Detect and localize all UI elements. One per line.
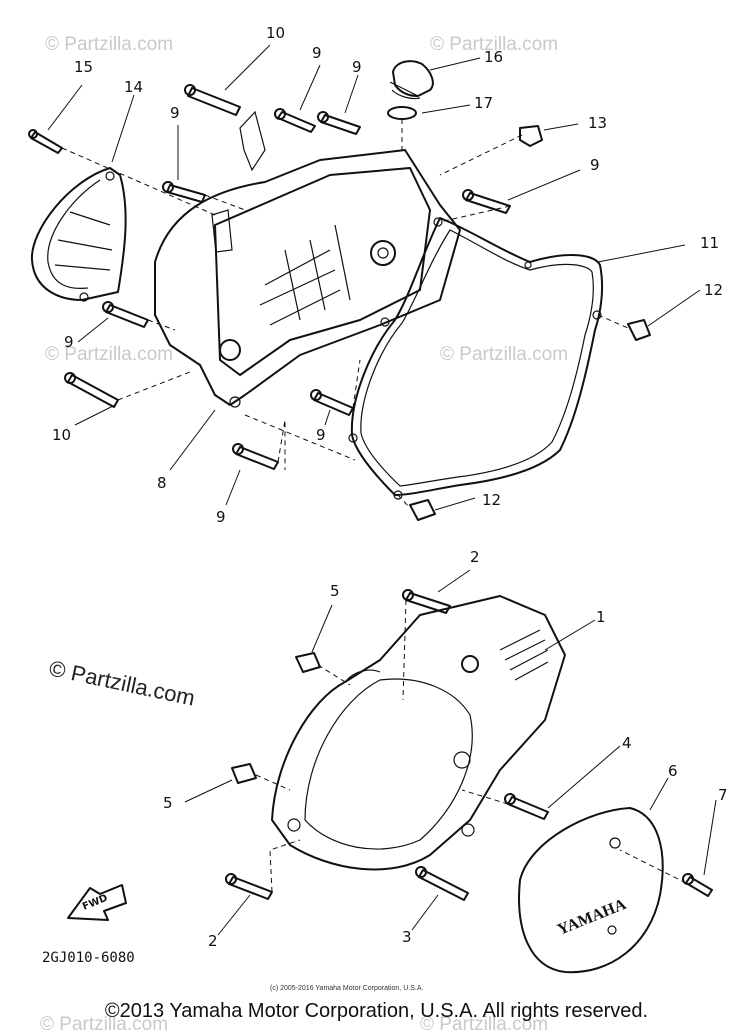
watermark: © Partzilla.com [40, 1014, 168, 1033]
callout-7: 7 [718, 786, 728, 804]
callout-9: 9 [312, 44, 322, 62]
callout-2: 2 [208, 932, 218, 950]
diagram-code: 2GJ010-6080 [42, 950, 135, 966]
callout-13: 13 [588, 114, 607, 132]
callout-9: 9 [170, 104, 180, 122]
yamaha-logo: YAMAHA [555, 896, 629, 939]
fwd-arrow-icon: FWD [67, 884, 127, 921]
callout-9: 9 [64, 333, 74, 351]
callout-17: 17 [474, 94, 493, 112]
callout-1: 1 [596, 608, 606, 626]
bolt-2-bottom [225, 873, 273, 900]
bolt-9-f [310, 389, 354, 416]
small-copyright: (c) 2005-2016 Yamaha Motor Corporation, … [270, 985, 423, 992]
bracket [239, 110, 266, 172]
watermark: © Partzilla.com [45, 34, 173, 55]
callout-15: 15 [74, 58, 93, 76]
callout-12: 12 [482, 491, 501, 509]
bolt-10-top [184, 84, 241, 116]
callout-9: 9 [216, 508, 226, 526]
bolt-9-d [462, 189, 511, 214]
callout-16: 16 [484, 48, 503, 66]
callout-9: 9 [352, 58, 362, 76]
part-5-dowel [295, 652, 321, 673]
callout-5: 5 [330, 582, 340, 600]
callout-5: 5 [163, 794, 173, 812]
callout-14: 14 [124, 78, 143, 96]
bolt-7 [682, 873, 713, 897]
callout-10: 10 [266, 24, 285, 42]
watermark: © Partzilla.com [45, 344, 173, 365]
callout-9: 9 [590, 156, 600, 174]
callout-2: 2 [470, 548, 480, 566]
bolt-9-a [274, 108, 316, 133]
part-8-crankcase-cover [154, 149, 461, 408]
bolt-10-bottom [64, 372, 119, 408]
part-14-shroud [30, 167, 127, 302]
bolt-2-top [402, 589, 451, 614]
part-12-dowel [409, 499, 436, 521]
bolt-9-c [162, 181, 206, 203]
callout-4: 4 [622, 734, 632, 752]
callout-8: 8 [157, 474, 167, 492]
partzilla-watermark: © Partzilla.com [47, 655, 197, 710]
part-16-oil-cap [389, 60, 434, 100]
bolt-3 [415, 866, 469, 901]
leader-lines-lower [184, 569, 717, 936]
bolt-9-b [317, 111, 361, 135]
bolt-4 [504, 793, 549, 820]
part-17-o-ring [387, 106, 417, 120]
watermark: © Partzilla.com [420, 1014, 548, 1033]
callout-9: 9 [316, 426, 326, 444]
callout-11: 11 [700, 234, 719, 252]
callout-12: 12 [704, 281, 723, 299]
part-12-dowel [627, 319, 651, 341]
part-11-gasket [348, 217, 604, 500]
part-1-clutch-cover [271, 595, 566, 871]
watermark: © Partzilla.com [430, 34, 558, 55]
watermark-group: © Partzilla.com © Partzilla.com © Partzi… [40, 34, 568, 1033]
callout-3: 3 [402, 928, 412, 946]
bolt-9-g [232, 443, 279, 470]
callout-6: 6 [668, 762, 678, 780]
leader-lines-upper [47, 44, 701, 511]
copyright-footer: ©2013 Yamaha Motor Corporation, U.S.A. A… [104, 1000, 649, 1022]
bolt-9-e [102, 301, 149, 328]
bolt-15 [28, 129, 63, 154]
part-13-plug [519, 125, 543, 147]
callout-10: 10 [52, 426, 71, 444]
part-6-cover: YAMAHA [518, 807, 664, 974]
watermark: © Partzilla.com [440, 344, 568, 365]
part-5-dowel [231, 763, 257, 784]
